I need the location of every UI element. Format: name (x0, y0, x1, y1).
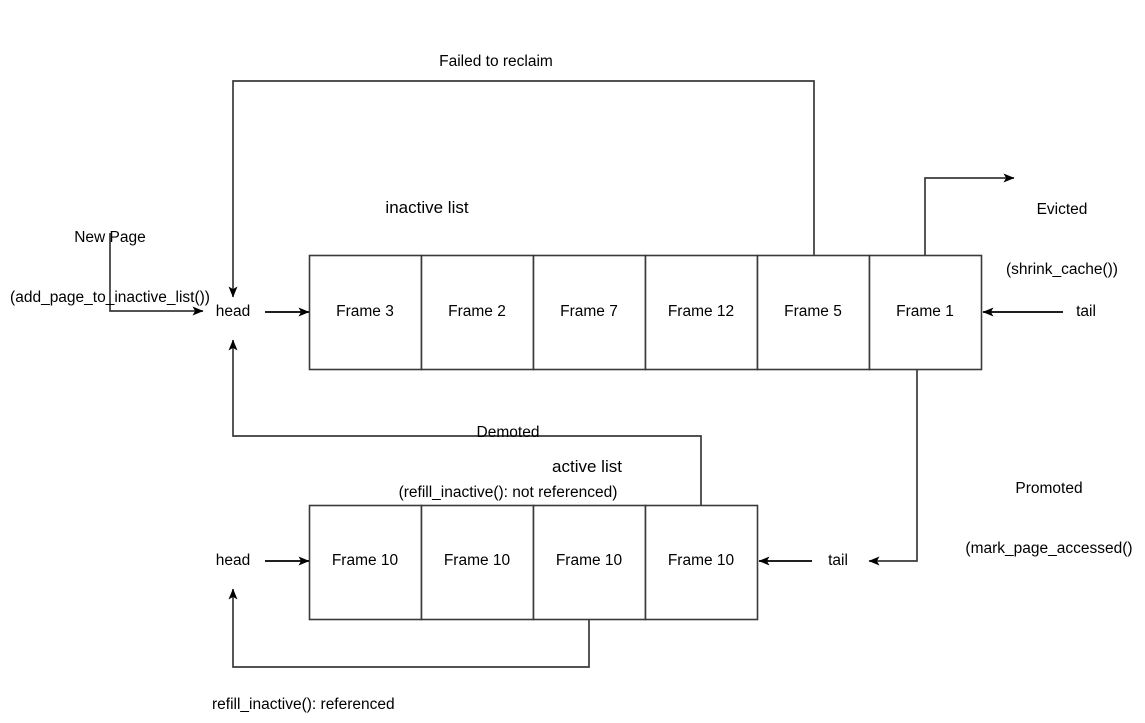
new-page-title: New Page (74, 229, 146, 246)
inactive-frame-2: Frame 7 (560, 303, 618, 320)
active-head-label: head (215, 552, 251, 569)
new-page-function: (add_page_to_inactive_list()) (10, 289, 210, 306)
inactive-list-boxes (308, 254, 983, 371)
active-tail-label: tail (828, 552, 848, 569)
inactive-head-label: head (215, 303, 251, 320)
refill-referenced-label: refill_inactive(): referenced (212, 696, 395, 713)
promoted-title: Promoted (1015, 480, 1083, 497)
demoted-function: (refill_inactive(): not referenced) (398, 484, 618, 501)
inactive-frame-3: Frame 12 (667, 303, 735, 320)
promoted-label: Promoted (mark_page_accessed() (965, 439, 1132, 599)
inactive-frame-1: Frame 2 (448, 303, 506, 320)
inactive-tail-label: tail (1076, 303, 1096, 320)
new-page-connector (109, 233, 204, 316)
active-frame-1: Frame 10 (443, 552, 511, 569)
promoted-connector (868, 370, 918, 566)
demoted-connector (228, 339, 702, 506)
new-page-label: New Page (add_page_to_inactive_list()) (10, 188, 210, 348)
failed-to-reclaim-label: Failed to reclaim (439, 53, 553, 70)
active-list-title: active list (552, 457, 622, 476)
inactive-frame-4: Frame 5 (784, 303, 842, 320)
promoted-function: (mark_page_accessed() (965, 540, 1133, 557)
failed-to-reclaim-connector (228, 80, 815, 298)
evicted-function: (shrink_cache()) (1006, 261, 1118, 278)
active-frame-3: Frame 10 (667, 552, 735, 569)
inactive-frame-0: Frame 3 (336, 303, 394, 320)
inactive-list-title: inactive list (385, 198, 469, 217)
evicted-label: Evicted (shrink_cache()) (1006, 160, 1118, 320)
demoted-label: Demoted (refill_inactive(): not referenc… (399, 383, 618, 543)
active-frame-2: Frame 10 (555, 552, 623, 569)
refill-referenced-connector (228, 588, 590, 668)
evicted-title: Evicted (1036, 201, 1088, 218)
evicted-connector (924, 173, 1015, 256)
demoted-title: Demoted (476, 424, 540, 441)
active-list-boxes (308, 504, 759, 621)
active-frame-0: Frame 10 (331, 552, 399, 569)
inactive-frame-5: Frame 1 (896, 303, 954, 320)
